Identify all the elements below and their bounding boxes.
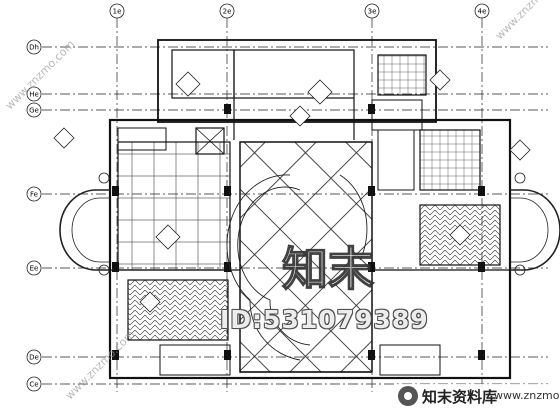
left-hall-square-tile <box>118 142 230 270</box>
svg-text:www.znzmo.com: www.znzmo.com <box>63 328 137 402</box>
svg-text:www.znzmo.com: www.znzmo.com <box>493 0 560 42</box>
svg-text:He: He <box>29 91 39 99</box>
grid-row-markers: Dh He Ge Fe Ee De Ce <box>26 39 42 392</box>
watermark-logo: 知末 <box>281 241 374 296</box>
spiral-staircase <box>226 174 368 361</box>
floor-patterns <box>118 55 500 372</box>
brand-logo-icon <box>398 386 418 406</box>
central-hall-diamond-tile <box>240 142 372 372</box>
brand-url: www.znzmo.com <box>494 389 560 402</box>
grid-row-ce: Ce <box>26 376 42 392</box>
brand-name: 知末资料库 <box>422 388 498 406</box>
svg-text:3e: 3e <box>368 8 377 16</box>
brand-banner: 知末资料库 www.znzmo.com <box>396 384 560 408</box>
grid-column-markers: 1e 2e 3e 4e <box>109 3 490 19</box>
svg-text:De: De <box>29 354 39 362</box>
grid-col-1e: 1e <box>109 3 125 19</box>
grid-col-2e: 2e <box>219 3 235 19</box>
watermark-id: ID:531079389 <box>220 305 429 334</box>
svg-text:Ee: Ee <box>30 265 39 273</box>
upper-right-small-tile <box>378 55 426 95</box>
svg-text:Ge: Ge <box>29 107 39 115</box>
svg-text:Dh: Dh <box>29 44 39 52</box>
grid-row-dh: Dh <box>26 39 42 55</box>
grid-col-4e: 4e <box>474 3 490 19</box>
bay-windows <box>59 172 560 276</box>
svg-text:知末: 知末 <box>282 242 374 296</box>
grid-row-fe: Fe <box>26 186 42 202</box>
svg-text:4e: 4e <box>478 8 487 16</box>
svg-text:Fe: Fe <box>30 191 38 199</box>
grid-row-ee: Ee <box>26 260 42 276</box>
grid-col-3e: 3e <box>364 3 380 19</box>
grid-row-de: De <box>26 349 42 365</box>
grid-row-ge: Ge <box>26 102 42 118</box>
svg-text:1e: 1e <box>113 8 122 16</box>
svg-text:Ce: Ce <box>29 381 38 389</box>
structural-columns <box>112 104 485 360</box>
right-corridor-tile <box>420 130 480 190</box>
grid-row-he: He <box>26 86 42 102</box>
lower-left-herringbone <box>128 280 228 340</box>
ornament-diamonds <box>53 69 531 313</box>
svg-text:2e: 2e <box>223 8 232 16</box>
